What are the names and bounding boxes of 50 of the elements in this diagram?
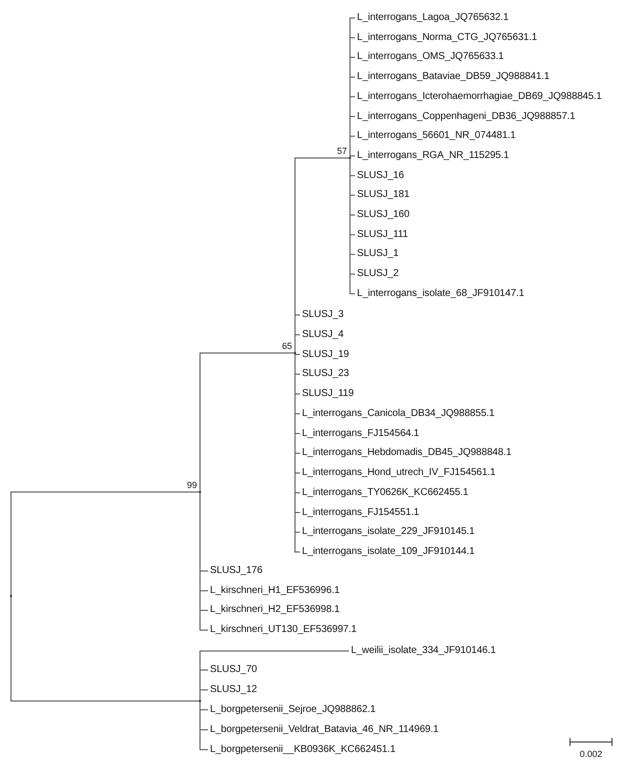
- taxon-label: L_kirschneri_H2_EF536998.1: [210, 605, 340, 616]
- taxon-label: L_interrogans_Norma_CTG_JQ765631.1: [357, 32, 538, 43]
- tree-branch: [294, 334, 300, 352]
- tree-branch: [200, 702, 208, 750]
- scale-label: 0.002: [578, 750, 604, 759]
- tree-branch: [350, 136, 356, 158]
- taxon-label: L_interrogans_Coppenhageni_DB36_JQ988857.1: [357, 112, 576, 122]
- taxon-label: SLUSJ_2: [357, 269, 399, 280]
- taxon-label: SLUSJ_3: [302, 310, 344, 320]
- taxon-label: L_interrogans_Icterohaemorrhagiae_DB69_JQ988845.1: [357, 92, 602, 102]
- taxon-label: L_interrogans_Hond_utrech_IV_FJ154561.1: [302, 468, 496, 478]
- taxon-label: L_borgpetersenii_Sejroe_JQ988862.1: [210, 704, 376, 715]
- taxon-label: SLUSJ_111: [357, 230, 408, 240]
- tree-branch: [10, 596, 200, 702]
- taxon-label: L_interrogans_Canicola_DB34_JQ988855.1: [302, 408, 494, 419]
- taxon-label: SLUSJ_4: [302, 330, 344, 340]
- taxon-label: L_interrogans_FJ154564.1: [302, 428, 420, 438]
- taxon-label: SLUSJ_181: [357, 190, 410, 200]
- tree-branch: [200, 689, 208, 700]
- taxon-label: L_interrogans_FJ154551.1: [302, 508, 420, 518]
- taxon-label: L_weilii_isolate_334_JF910146.1: [351, 646, 496, 656]
- taxon-label: SLUSJ_12: [210, 684, 258, 695]
- tree-branch: [350, 155, 356, 158]
- taxon-label: L_kirschneri_UT130_EF536997.1: [210, 625, 357, 636]
- taxon-label: SLUSJ_119: [302, 389, 354, 399]
- taxon-label: SLUSJ_16: [357, 170, 404, 181]
- taxon-label: SLUSJ_1: [357, 249, 399, 260]
- taxon-label: L_interrogans_Bataviae_DB59_JQ988841.1: [357, 72, 550, 82]
- taxon-label: L_interrogans_isolate_109_JF910144.1: [302, 547, 475, 557]
- taxon-label: SLUSJ_23: [302, 369, 350, 380]
- taxon-label: SLUSJ_19: [302, 350, 350, 360]
- bootstrap-value: 65: [280, 342, 292, 351]
- taxon-label: L_interrogans_isolate_229_JF910145.1: [302, 527, 475, 538]
- tree-branch: [10, 492, 200, 596]
- taxon-label: L_interrogans_isolate_68_JF910147.1: [357, 288, 524, 299]
- taxon-label: L_interrogans_Hebdomadis_DB45_JQ988848.1: [302, 448, 512, 458]
- taxon-label: L_interrogans_TY0626K_KC662455.1: [302, 488, 468, 498]
- taxon-label: SLUSJ_70: [210, 665, 258, 675]
- taxon-label: L_interrogans_56601_NR_074481.1: [357, 131, 516, 142]
- taxon-label: L_interrogans_OMS_JQ765633.1: [357, 52, 504, 62]
- taxon-label: L_interrogans_RGA_NR_115295.1: [357, 150, 510, 161]
- bootstrap-value: 57: [336, 147, 347, 156]
- taxon-label: L_kirschneri_H1_EF536996.1: [210, 586, 340, 596]
- taxon-label: L_borgpetersenii__KB0936K_KC662451.1: [210, 744, 396, 755]
- tree-branch: [200, 352, 294, 492]
- taxon-label: SLUSJ_176: [210, 566, 262, 576]
- taxon-label: SLUSJ_160: [357, 210, 410, 220]
- taxon-label: L_interrogans_Lagoa_JQ765632.1: [357, 13, 509, 23]
- bootstrap-value: 99: [186, 481, 197, 490]
- taxon-label: L_borgpetersenii_Veldrat_Batavia_46_NR_114969.1: [210, 724, 439, 735]
